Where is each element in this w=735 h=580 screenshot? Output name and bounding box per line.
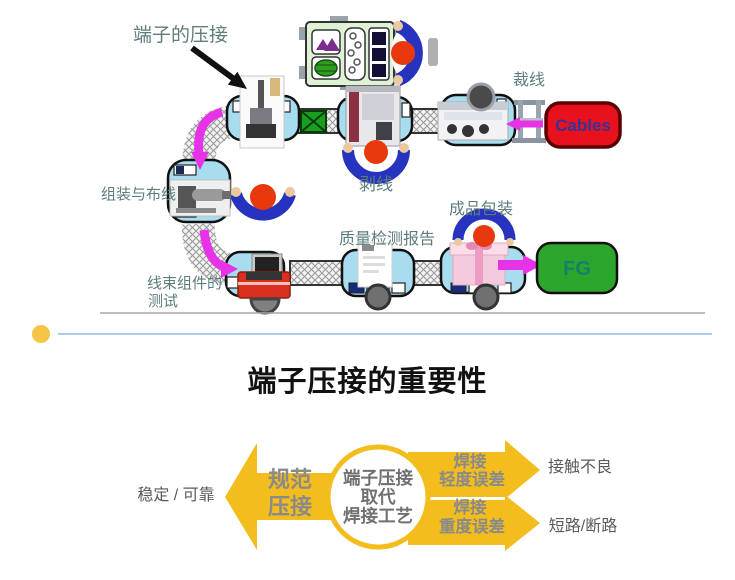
fg-node: FG [535,241,619,295]
operator-head [391,41,415,65]
stripping-machine [345,85,401,147]
flow-arrows [191,107,543,278]
left-arrow-text-line2: 压接 [268,494,312,519]
assembly-label: 组装与布线 [101,186,176,203]
bottom-outcome-label: 短路/断路 [549,517,617,535]
left-outcome-label: 稳定 / 可靠 [137,486,214,504]
right-bottom-arrow-text-line1: 焊接 [454,497,488,517]
cables-node: Cables [544,101,622,149]
station-display [176,166,184,174]
test-bench [237,253,291,299]
assembly-tool [169,179,231,217]
crimping-machine [239,75,285,149]
bullet-dot [32,325,50,343]
operator-head-qc [364,283,392,311]
right-top-arrow-text-line2: 轻度误差 [439,469,505,489]
operator-at-stripping [342,140,410,184]
flow-arrow-curve-1 [194,107,224,155]
operator-head [364,140,388,164]
center-circle-text-line1: 端子压接 [343,468,413,488]
top-outcome-label: 接触不良 [548,458,612,476]
cables-label: Cables [555,116,611,135]
right-top-arrow-text-line1: 焊接 [454,451,488,471]
workbench-panel [299,16,399,90]
qc-label: 质量检测报告 [339,230,435,248]
center-circle-text-line3: 焊接工艺 [343,506,413,526]
operator-at-assembly [230,184,296,221]
fg-label: FG [563,258,591,280]
process-labels: 端子的压接 裁线 剥线 组装与布线 线束组件的 测试 质量检测报告 成品包装 [101,24,545,310]
wire-harness-process-flow-diagram: Cables FG 端子的压接 裁线 剥线 组装与布线 线束组件的 测试 质量检… [32,16,712,343]
left-arrow-text-line1: 规范 [268,467,312,492]
right-bottom-arrow [408,495,540,551]
wire-rack [512,100,546,143]
pallet-marker [300,110,327,133]
operator-head-packaging [472,283,500,311]
conveyor-segment [289,260,347,286]
crimping-importance-diagram: 规范 压接 焊接 轻度误差 焊接 重度误差 端子压接 取代 焊接工艺 稳定 / … [137,440,617,551]
right-bottom-arrow-text-line2: 重度误差 [439,516,505,536]
packaging-label: 成品包装 [449,200,513,218]
operator-at-workbench [391,19,438,87]
right-top-arrow [408,440,540,499]
importance-title: 端子压接的重要性 [247,366,488,398]
qc-report-machine [357,242,393,288]
testing-label-line1: 线束组件的 [147,275,222,292]
stripping-label: 剥线 [359,175,393,194]
operator-head [250,184,276,210]
operator-at-packaging [452,208,516,247]
center-circle-text-line2: 取代 [361,487,396,507]
operator-head [473,225,495,247]
center-circle [325,444,431,550]
cutting-label: 裁线 [513,71,545,89]
left-arrow [225,443,345,550]
operator-head-cutting [466,82,496,112]
crimping-callout-arrow [190,45,247,89]
station-display [348,282,365,294]
operator-head-testing [249,297,281,315]
crimping-label: 端子的压接 [133,24,228,46]
testing-label-line2: 测试 [148,293,178,310]
